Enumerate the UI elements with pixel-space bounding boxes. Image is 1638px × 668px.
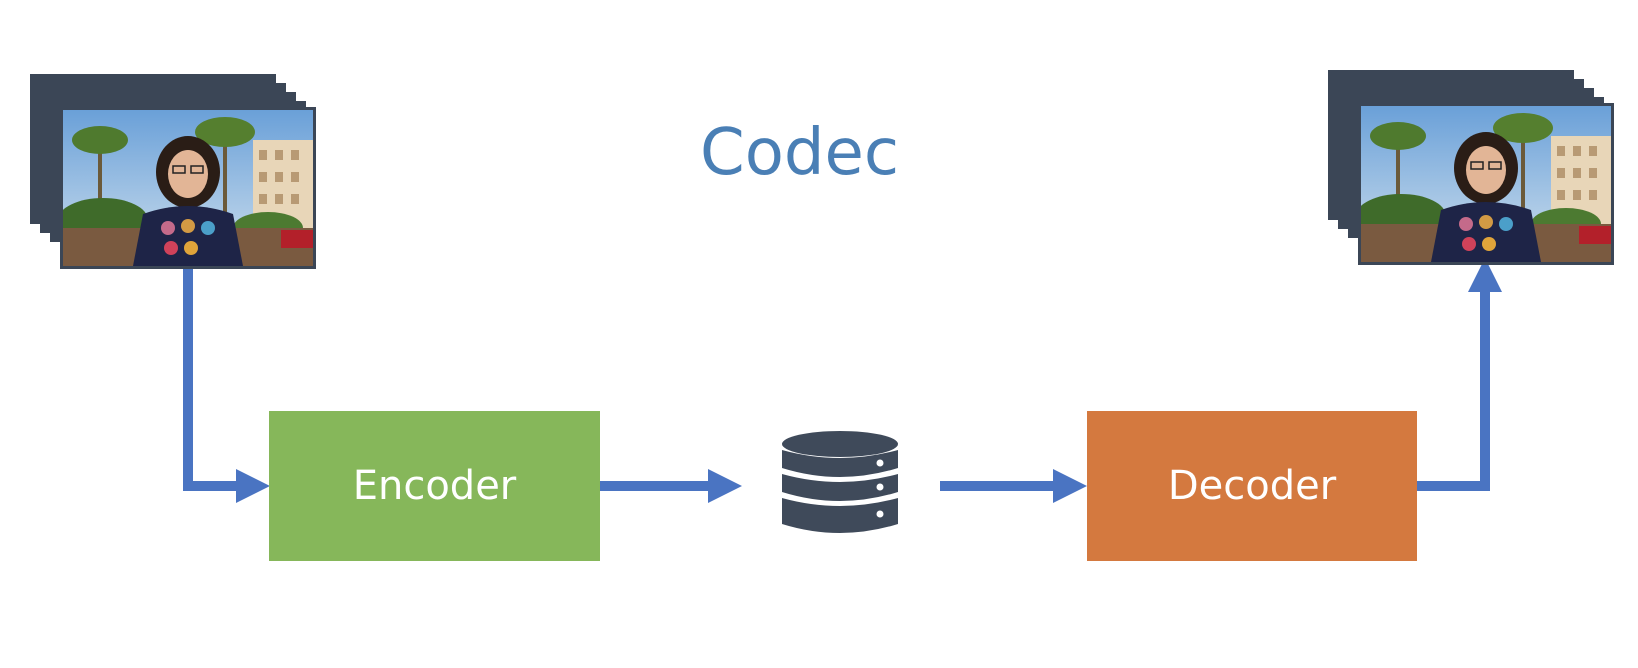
decoder-block: Decoder bbox=[1087, 411, 1417, 561]
decoder-to-output-connector bbox=[1417, 288, 1490, 491]
arrowhead-to-encoder-icon bbox=[236, 469, 270, 503]
diagram-title: Codec bbox=[700, 116, 900, 190]
input-to-encoder-connector bbox=[183, 266, 240, 491]
video-frames-icon bbox=[1361, 106, 1611, 262]
arrowhead-to-storage-icon bbox=[708, 469, 742, 503]
arrowhead-to-output-icon bbox=[1468, 258, 1502, 292]
video-frames-icon bbox=[63, 110, 313, 266]
database-icon bbox=[782, 431, 898, 533]
output-frames-stack bbox=[1328, 70, 1628, 270]
encoder-label: Encoder bbox=[352, 463, 517, 509]
input-frames-stack bbox=[30, 74, 330, 274]
decoder-label: Decoder bbox=[1167, 463, 1337, 509]
arrowhead-to-decoder-icon bbox=[1053, 469, 1087, 503]
frame-card bbox=[1358, 103, 1614, 265]
frame-card bbox=[60, 107, 316, 269]
encoder-block: Encoder bbox=[269, 411, 600, 561]
